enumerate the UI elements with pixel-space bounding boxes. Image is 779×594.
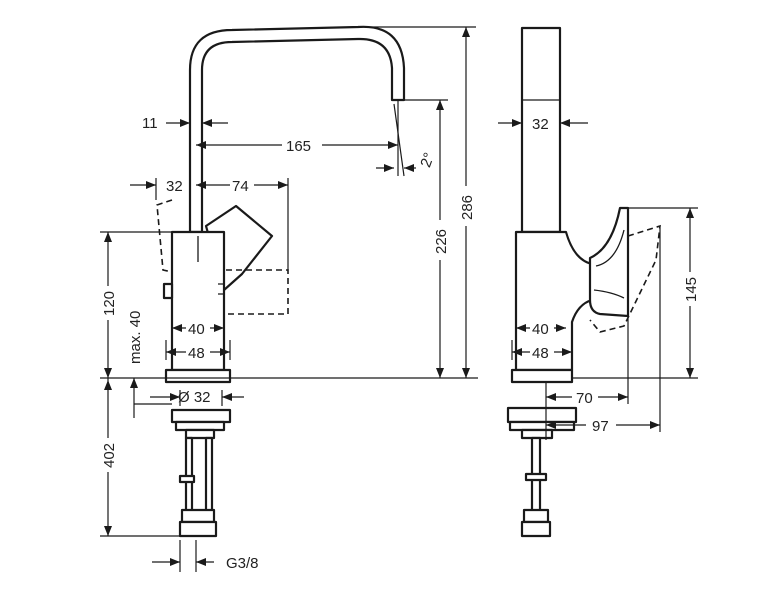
- hose-connector: [178, 520, 218, 538]
- supply-hose-right: [204, 436, 214, 516]
- lever-open-outline-right: [226, 269, 289, 315]
- side-dimensions: 32 145 40 48 70: [498, 116, 700, 440]
- dim-hole-diameter: Ø 32: [178, 389, 211, 406]
- side-dim-handle-height: 145: [683, 277, 700, 302]
- side-dim-outer-base: 48: [532, 345, 549, 362]
- dim-body-width-top: 32: [166, 178, 183, 195]
- side-dim-inner-base: 40: [532, 321, 549, 338]
- dim-outer-base: 48: [188, 345, 205, 362]
- front-view: [156, 25, 406, 538]
- dim-connection: G3/8: [226, 555, 259, 572]
- side-base-ring: [510, 368, 574, 384]
- dim-below-deck: 402: [101, 443, 118, 468]
- side-view: [506, 26, 661, 538]
- dim-spout-angle: 2°: [417, 150, 438, 169]
- side-handle: [588, 206, 630, 318]
- dim-body-height: 120: [101, 291, 118, 316]
- mounting-nut: [170, 408, 232, 424]
- side-dim-handle-reach-open: 97: [592, 418, 609, 435]
- dim-max-deck: max. 40: [127, 311, 144, 364]
- dim-total-height: 286: [459, 195, 476, 220]
- side-handle-open-outline: [589, 224, 661, 333]
- side-spout: [520, 26, 562, 234]
- side-dim-body-width: 32: [532, 116, 549, 133]
- front-dimensions: 11 165 2° 32 74 226: [99, 26, 478, 572]
- dim-reach: 165: [286, 138, 311, 155]
- lever-open-outline-left: [156, 199, 173, 273]
- dim-spout-height: 226: [433, 229, 450, 254]
- dim-inner-base: 40: [188, 321, 205, 338]
- dim-lever-swing: 74: [232, 178, 249, 195]
- dim-outlet-thickness: 11: [142, 115, 158, 132]
- base-ring: [164, 368, 232, 384]
- spout: [188, 25, 406, 234]
- side-dim-handle-reach: 70: [576, 390, 593, 407]
